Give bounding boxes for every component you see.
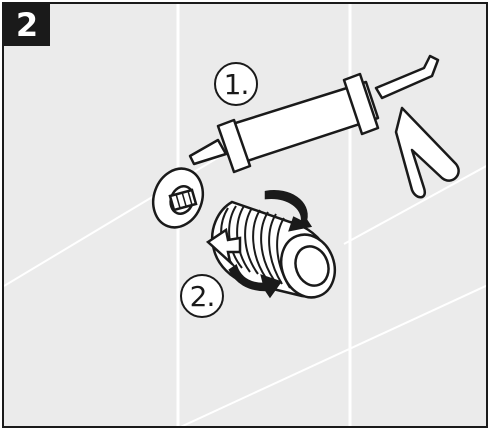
threaded-extension (205, 190, 337, 299)
wall-flange (151, 167, 205, 229)
gun-nozzle (188, 138, 228, 166)
instruction-panel: 2 1. 2. (2, 2, 488, 428)
rotate-arrow-icon (264, 190, 313, 232)
gun-plunger-rod (374, 54, 440, 100)
tile-reflection (180, 284, 486, 426)
gun-front-ring (216, 118, 252, 174)
callout-step-1: 1. (214, 62, 258, 106)
tile-reflection (343, 165, 486, 245)
step-number-badge: 2 (4, 4, 50, 46)
callout-step-2: 2. (180, 274, 224, 318)
gun-rear-ring (342, 72, 380, 136)
caulking-gun (188, 54, 460, 199)
gun-trigger (394, 106, 460, 199)
